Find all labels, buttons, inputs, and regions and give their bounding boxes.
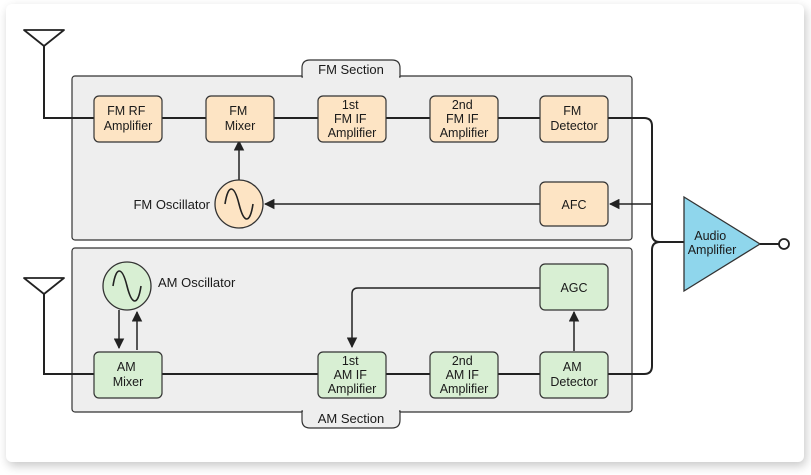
- fm-if2-block: [429, 95, 499, 143]
- am-if1-label: 1st AM IF Amplifier: [328, 354, 377, 396]
- output-terminal-icon: [778, 238, 790, 250]
- am-section-tab: [301, 410, 401, 429]
- am-mixer-block: [93, 351, 163, 399]
- afc-block: [539, 181, 609, 227]
- fm-section-tab: [301, 59, 401, 78]
- audio-amplifier-block: [683, 195, 762, 293]
- am-oscillator-label: AM Oscillator: [158, 275, 236, 290]
- am-if2-label: 2nd AM IF Amplifier: [440, 354, 489, 396]
- afc-label: AFC: [562, 198, 587, 212]
- fm-mixer-block: [205, 95, 275, 143]
- fm-oscillator-sine-wave-icon: [214, 179, 264, 229]
- fm-if1-label: 1st FM IF Amplifier: [328, 98, 377, 140]
- fm-antenna-icon: [23, 29, 65, 47]
- fm-antenna-wire: [43, 44, 94, 119]
- am-detector-block: [539, 351, 609, 399]
- am-antenna-wire: [43, 290, 94, 375]
- am-detector-label: AM Detector: [550, 360, 597, 389]
- am-if2-block: [429, 351, 499, 399]
- fm-rf-amplifier-block: [93, 95, 163, 143]
- agc-block: [539, 263, 609, 311]
- am-oscillator-sine-wave-icon: [102, 261, 152, 311]
- agc-label: AGC: [560, 281, 587, 295]
- fm-rf-amplifier-label: FM RF Amplifier: [104, 104, 153, 133]
- fm-oscillator-label: FM Oscillator: [133, 197, 210, 212]
- am-section-label: AM Section: [318, 411, 384, 426]
- fm-section-label: FM Section: [318, 62, 384, 77]
- fm-detector-block: [539, 95, 609, 143]
- audio-amplifier-label: Audio Amplifier: [688, 229, 737, 257]
- fm-detector-label: FM Detector: [550, 104, 597, 133]
- am-antenna-icon: [23, 277, 65, 295]
- am-if1-block: [317, 351, 387, 399]
- am-mixer-label: AM Mixer: [113, 360, 144, 389]
- am-detector-output-wire: [608, 241, 661, 375]
- fm-mixer-label: FM Mixer: [225, 104, 256, 133]
- fm-if1-block: [317, 95, 387, 143]
- fm-if2-label: 2nd FM IF Amplifier: [440, 98, 489, 140]
- agc-to-if1-arrow: [346, 287, 540, 349]
